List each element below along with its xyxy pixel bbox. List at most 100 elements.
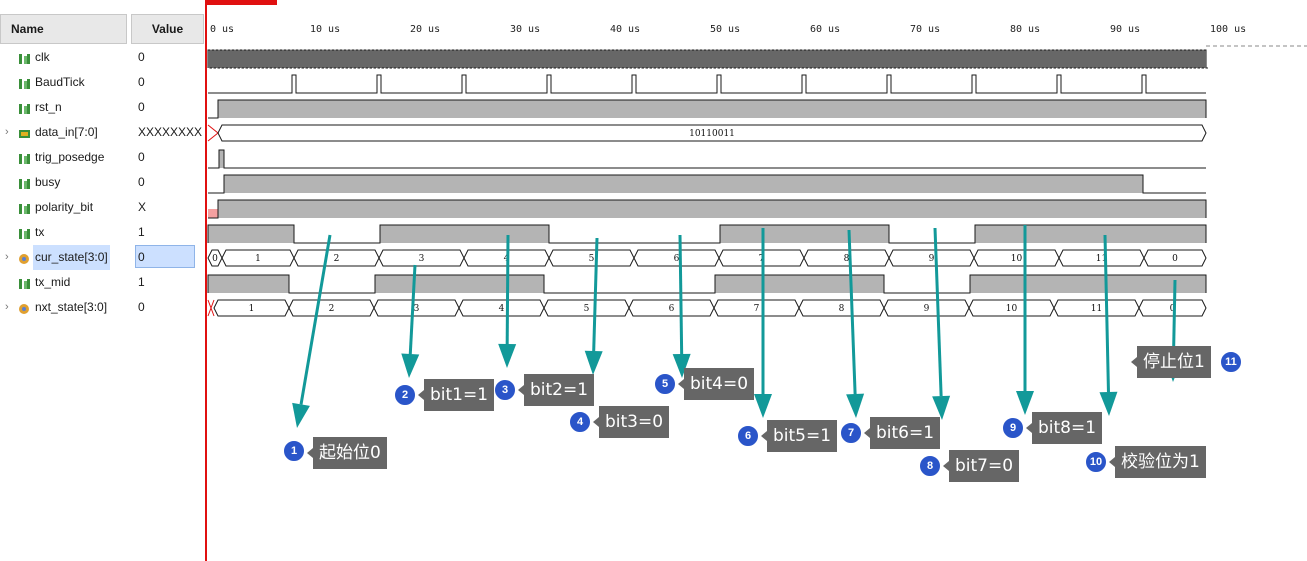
signal-value: XXXXXXXX: [138, 125, 203, 139]
bit-signal-icon: [18, 52, 31, 64]
tx-mid-high: [375, 275, 544, 293]
tx-high: [975, 225, 1206, 243]
time-cursor[interactable]: [205, 0, 207, 561]
callout-label: 停止位1: [1131, 346, 1211, 378]
chevron-right-icon[interactable]: ›: [5, 126, 9, 138]
annotation-arrowhead: [672, 353, 691, 378]
state-signal-icon: [18, 302, 31, 314]
time-axis-label: 70 us: [910, 24, 940, 35]
signal-row[interactable]: busy 0: [0, 170, 205, 195]
annotation-arrow: [1103, 234, 1110, 393]
nxt-state-label: 3: [414, 304, 420, 314]
callout-label: 校验位为1: [1109, 446, 1206, 478]
cur-state-label: 9: [929, 254, 935, 264]
signal-row[interactable]: polarity_bit X: [0, 195, 205, 220]
nxt-state-label: 7: [754, 304, 760, 314]
callout-label: bit2=1: [517, 374, 595, 406]
time-axis-label: 0 us: [210, 24, 234, 35]
callout-label: bit6=1: [863, 417, 941, 449]
signal-value: X: [138, 200, 147, 214]
busy-high: [224, 175, 1143, 193]
signal-value: 0: [138, 250, 145, 264]
callout-number-badge: 2: [394, 384, 416, 406]
cur-state-label: 10: [1011, 254, 1023, 264]
annotation-arrowhead: [401, 353, 420, 378]
busy-trace: [208, 174, 1206, 194]
signal-name[interactable]: busy: [35, 175, 61, 189]
bit-signal-icon: [18, 227, 31, 239]
polarity-bit-high: [218, 200, 1206, 218]
callout-number-badge: 8: [919, 455, 941, 477]
callout-label: bit8=1: [1025, 412, 1103, 444]
selected-value-cell[interactable]: [135, 245, 195, 268]
callout-label: bit4=0: [677, 368, 755, 400]
signal-value: 0: [138, 300, 145, 314]
time-axis-label: 30 us: [510, 24, 540, 35]
signal-value: 0: [138, 175, 145, 189]
rst-n-trace: [208, 99, 1207, 119]
cursor-marker[interactable]: [207, 0, 277, 5]
annotation-arrowhead: [1099, 391, 1118, 416]
name-column-header[interactable]: Name: [0, 14, 127, 44]
signal-row[interactable]: tx_mid 1: [0, 270, 205, 295]
signal-name[interactable]: tx: [35, 225, 45, 239]
bit-signal-icon: [18, 202, 31, 214]
callout-number-badge: 6: [737, 425, 759, 447]
signal-row[interactable]: › nxt_state[3:0] 0: [0, 295, 205, 320]
chevron-right-icon[interactable]: ›: [5, 301, 9, 313]
tx-trace: [207, 224, 1207, 244]
time-axis-label: 10 us: [310, 24, 340, 35]
chevron-right-icon[interactable]: ›: [5, 251, 9, 263]
signal-value: 0: [138, 50, 145, 64]
annotation-arrow: [847, 229, 857, 395]
bus-signal-icon: [18, 127, 31, 139]
bit-signal-icon: [18, 102, 31, 114]
value-column-header[interactable]: Value: [131, 14, 204, 44]
bit-signal-icon: [18, 277, 31, 289]
signal-row[interactable]: › cur_state[3:0] 0: [0, 245, 205, 270]
signal-row[interactable]: clk 0: [0, 45, 205, 70]
time-axis-label: 60 us: [810, 24, 840, 35]
signal-name[interactable]: cur_state[3:0]: [33, 245, 110, 270]
nxt-state-label: 11: [1091, 304, 1102, 314]
cur-state-segment: [1143, 249, 1207, 267]
tx-mid-high: [970, 275, 1206, 293]
callout-label: bit7=0: [942, 450, 1020, 482]
signal-name[interactable]: tx_mid: [35, 275, 71, 289]
time-axis-label: 90 us: [1110, 24, 1140, 35]
nxt-state-label: 6: [669, 304, 675, 314]
callout-label: bit1=1: [417, 379, 495, 411]
callout-number-badge: 11: [1220, 351, 1242, 373]
annotation-arrowhead: [754, 394, 772, 418]
time-axis-label: 100 us: [1210, 24, 1246, 35]
signal-name[interactable]: polarity_bit: [35, 200, 94, 214]
callout-number-badge: 10: [1085, 451, 1107, 473]
cur-state-label: 0: [1172, 254, 1178, 264]
cur-state-label: 5: [589, 254, 595, 264]
data-in-x: [207, 124, 219, 142]
signal-name[interactable]: BaudTick: [35, 75, 85, 89]
signal-value: 1: [138, 275, 145, 289]
signal-row[interactable]: › data_in[7:0] XXXXXXXX: [0, 120, 205, 145]
tx-mid-high: [208, 275, 289, 293]
nxt-state-label: 2: [329, 304, 335, 314]
signal-name[interactable]: clk: [35, 50, 50, 64]
nxt-state-label: 0: [1170, 304, 1176, 314]
signal-name[interactable]: trig_posedge: [35, 150, 105, 164]
nxt-state-label: 9: [924, 304, 930, 314]
annotation-arrow: [933, 227, 943, 397]
signal-name[interactable]: nxt_state[3:0]: [35, 300, 108, 314]
signal-name[interactable]: rst_n: [35, 100, 62, 114]
annotation-arrowhead: [292, 402, 310, 428]
annotation-arrow: [592, 237, 599, 352]
callout-number-badge: 3: [494, 379, 516, 401]
clk-trace: [207, 49, 1208, 69]
signal-name[interactable]: data_in[7:0]: [35, 125, 98, 139]
callout-label: bit5=1: [760, 420, 838, 452]
